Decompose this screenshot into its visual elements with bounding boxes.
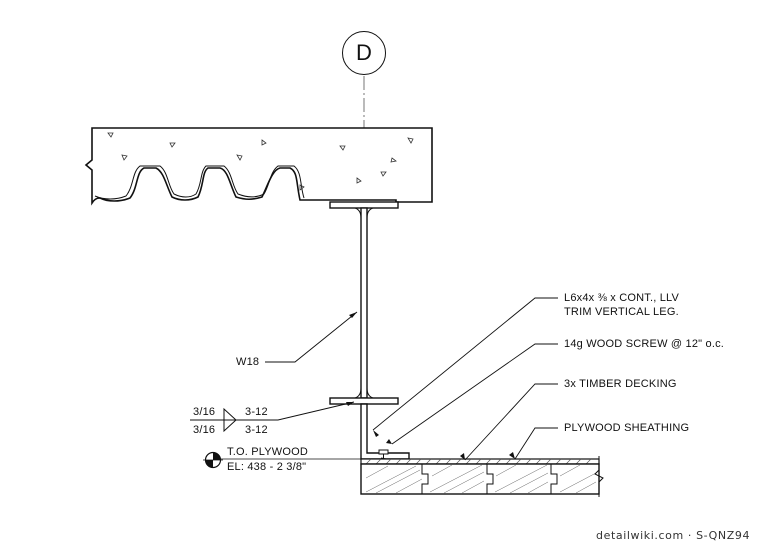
beam-bottom-flange — [329, 397, 399, 405]
metal-deck-profile — [94, 165, 305, 200]
leader-arrowheads — [346, 312, 515, 460]
callout-angle-line1: L6x4x ⅜ x CONT., LLV — [564, 292, 680, 304]
callout-angle-line2: TRIM VERTICAL LEG. — [564, 306, 679, 318]
weld-size-bottom: 3/16 — [193, 424, 216, 436]
elevation-title: T.O. PLYWOOD — [227, 446, 309, 458]
timber-grain — [365, 464, 597, 494]
grid-label: D — [356, 40, 372, 65]
beam-label: W18 — [236, 356, 260, 368]
elevation-target-icon — [203, 451, 223, 469]
timber-decking-joints — [421, 464, 558, 494]
leader-sheathing — [514, 427, 558, 460]
weld-fillet-symbol — [223, 407, 238, 433]
beam-web — [360, 207, 368, 399]
callout-decking: 3x TIMBER DECKING — [564, 378, 677, 390]
leader-angle — [372, 297, 558, 431]
plywood-hatch — [365, 458, 592, 465]
concrete-hatch — [107, 132, 414, 191]
weld-length-bottom: 3-12 — [245, 424, 268, 436]
beam-top-flange — [329, 201, 399, 209]
leader-screw — [391, 343, 558, 445]
callout-sheathing: PLYWOOD SHEATHING — [564, 422, 690, 434]
steel-beam — [329, 201, 399, 405]
callout-screw: 14g WOOD SCREW @ 12" o.c. — [564, 338, 725, 350]
leaders — [190, 297, 558, 461]
grid-bubble: D — [342, 31, 386, 75]
break-line — [594, 456, 604, 497]
concrete-slab — [84, 127, 433, 206]
weld-reference-line — [190, 401, 355, 421]
source-watermark: detailwiki.com · S-QNZ94 — [596, 529, 751, 542]
leader-w18 — [265, 311, 358, 363]
elevation-value: EL: 438 - 2 3/8" — [227, 461, 307, 473]
weld-size-top: 3/16 — [193, 406, 216, 418]
timber-decking — [360, 463, 600, 495]
weld-length-top: 3-12 — [245, 406, 268, 418]
leader-decking — [464, 383, 558, 461]
